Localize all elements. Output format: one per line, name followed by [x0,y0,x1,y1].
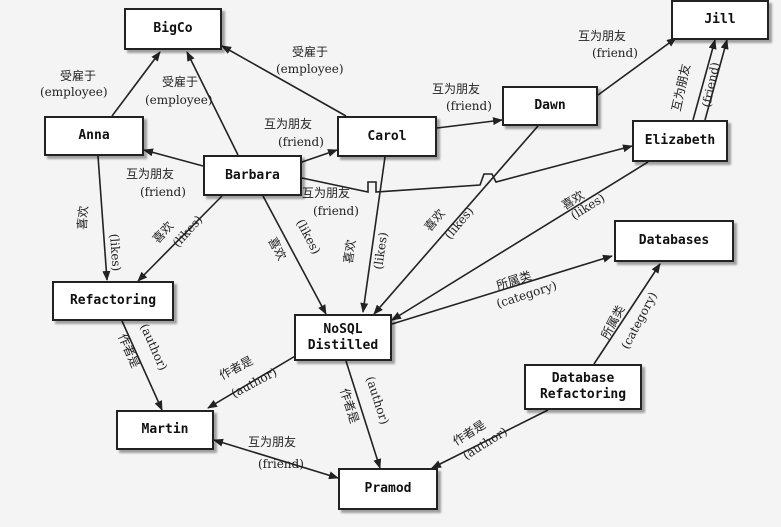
node-bigco-label: BigCo [153,21,193,36]
edge-label-friend-en: (friend) [313,204,359,218]
edge-barbara-elizabeth [301,144,633,193]
edge-label-likes-en: (likes) [107,233,124,271]
edge-label-friend-zh: 互为朋友 [578,29,626,43]
node-database-refactoring-label: Database Refactoring [539,371,627,402]
node-dawn-label: Dawn [534,98,566,113]
edge-label-employee-en: (employee) [145,93,213,107]
edge-dbrefactoring-databases [593,263,661,365]
edge-barbara-anna [143,148,204,167]
edge-label-employee-en: (employee) [276,62,344,76]
edge-dawn-nosql [373,125,539,315]
node-barbara-label: Barbara [225,167,280,183]
node-martin: Martin [116,410,214,450]
edge-label-friend-en: (friend) [140,185,186,199]
node-elizabeth-label: Elizabeth [644,133,716,148]
node-martin-label: Martin [141,422,189,437]
edge-label-friend-zh: 互为朋友 [248,435,296,449]
edge-barbara-nosql [262,195,327,315]
node-databases: Databases [614,220,734,262]
edge-barbara-refactoring [137,195,223,282]
edge-label-employee-zh: 受雇于 [292,44,328,59]
node-refactoring-label: Refactoring [69,293,157,308]
edge-label-employee-en: (employee) [40,85,108,99]
edge-label-likes-en: (likes) [170,213,206,250]
edge-refactoring-martin [121,320,163,411]
edge-label-friend-zh: 互为朋友 [432,82,480,96]
edge-label-friend-zh: 互为朋友 [669,63,693,113]
edge-label-friend-en: (friend) [446,99,492,113]
node-database-refactoring: Database Refactoring [524,364,642,410]
edge-label-likes-en: (likes) [293,217,323,257]
edge-elizabeth-jill [692,39,717,121]
edge-label-employee-zh: 受雇于 [60,68,96,83]
node-elizabeth: Elizabeth [632,120,728,162]
edge-label-friend-en: (friend) [258,457,304,471]
node-carol: Carol [337,116,437,157]
node-databases-label: Databases [638,233,710,248]
edge-anna-bigco [111,51,161,117]
node-pramod: Pramod [338,468,438,510]
node-bigco: BigCo [124,8,222,50]
edge-label-category-en: (category) [618,290,660,352]
node-nosql-label: NoSQL Distilled [307,321,379,353]
edge-label-likes-zh: 喜欢 [74,205,91,230]
edge-martin-pramod [213,438,339,480]
edge-label-likes-en: (likes) [442,204,477,242]
edge-carol-nosql [360,156,386,313]
edge-carol-dawn [436,117,503,129]
node-anna-label: Anna [78,128,110,143]
edge-label-author-zh: 作者是 [115,332,142,371]
edge-label-likes-zh: 喜欢 [340,239,358,265]
edge-nosql-pramod [345,360,382,469]
edge-nosql-martin [207,351,303,409]
edge-nosql-databases [391,254,613,325]
edge-carol-bigco [221,45,347,117]
edge-label-friend-zh: 互为朋友 [126,167,174,181]
node-barbara: Barbara [203,155,302,196]
node-jill-label: Jill [704,12,736,27]
edge-barbara-bigco [186,51,239,156]
node-carol-label: Carol [367,128,407,144]
edge-label-friend-zh: 互为朋友 [264,117,312,131]
edge-label-likes-en: (likes) [371,231,390,270]
node-anna: Anna [44,116,144,156]
edge-elizabeth-nosql [391,161,649,321]
edge-label-friend-zh: 互为朋友 [302,186,350,200]
node-jill: Jill [671,0,769,40]
edge-label-friend-en: (friend) [278,135,324,149]
edge-elizabeth-jill-2 [704,39,729,121]
node-pramod-label: Pramod [364,481,412,496]
edge-dawn-jill [597,37,677,96]
node-refactoring: Refactoring [52,281,174,321]
edge-label-friend-en: (friend) [699,61,722,109]
node-nosql: NoSQL Distilled [294,314,392,361]
edge-label-author-en: (author) [363,375,392,427]
edge-dbrefactoring-pramod [431,409,549,469]
edge-label-employee-zh: 受雇于 [162,74,198,89]
edge-label-author-zh: 作者是 [337,387,361,426]
node-dawn: Dawn [502,86,598,126]
edge-anna-refactoring [97,155,111,281]
edge-label-friend-en: (friend) [592,46,638,60]
edge-barbara-carol [301,149,338,163]
